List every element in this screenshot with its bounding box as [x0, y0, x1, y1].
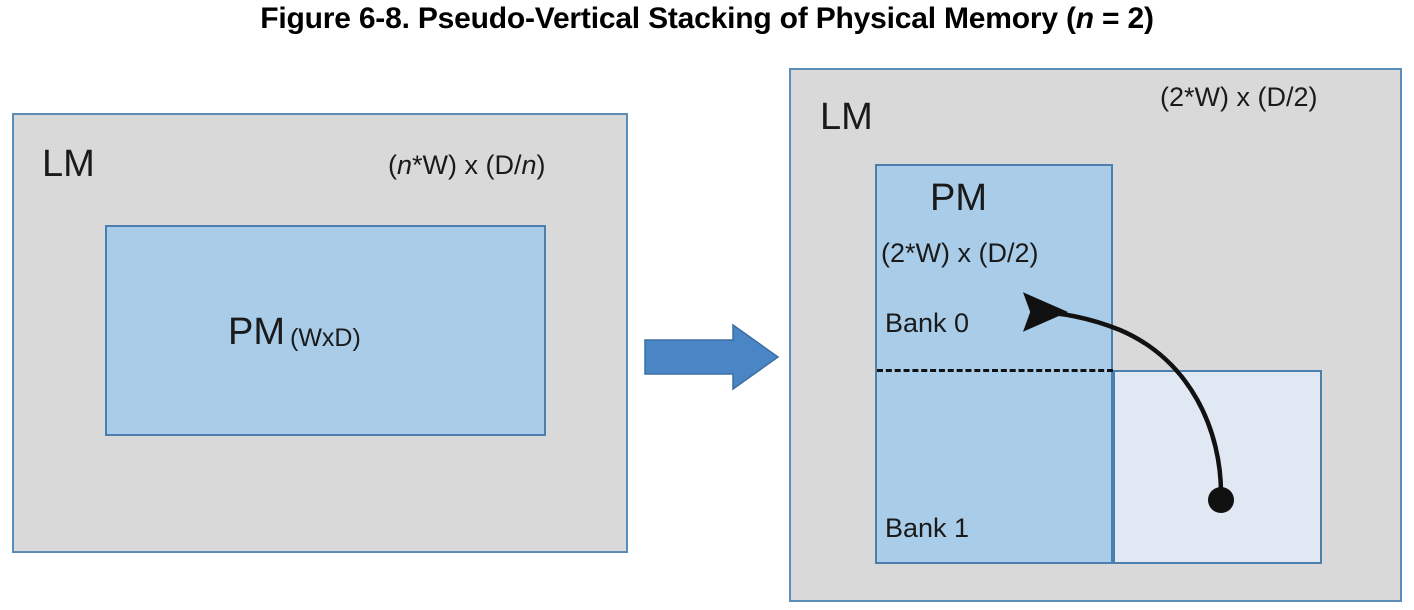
left-pm-box [105, 225, 546, 436]
left-dim-mid: *W) x (D/ [412, 150, 522, 180]
left-dim-var-n1: n [397, 150, 413, 180]
block-arrow-right-icon [644, 323, 780, 391]
right-ghost-bank-box [1113, 370, 1322, 564]
right-pm-label: PM [930, 177, 987, 219]
bank-1-label: Bank 1 [885, 513, 970, 543]
left-lm-label: LM [42, 143, 95, 185]
left-pm-dimension-label: (WxD) [290, 324, 361, 352]
left-pm-label: PM [228, 311, 285, 353]
right-lm-dimension-label: (2*W) x (D/2) [1160, 82, 1318, 112]
right-pm-dimension-label: (2*W) x (D/2) [881, 238, 1039, 268]
left-dim-prefix: ( [388, 150, 397, 180]
left-dim-suffix: ) [536, 150, 546, 180]
right-lm-label: LM [820, 96, 873, 138]
page-title: Figure 6-8. Pseudo-Vertical Stacking of … [0, 2, 1414, 36]
bank-divider-dashed-line [877, 369, 1113, 372]
bank-0-label: Bank 0 [885, 308, 970, 338]
title-variable-n: n [1075, 2, 1094, 35]
title-suffix: = 2) [1093, 2, 1154, 35]
left-dim-var-n2: n [521, 150, 537, 180]
left-lm-dimension-label: (n*W) x (D/n) [388, 152, 546, 179]
right-pm-box [875, 164, 1113, 564]
title-prefix: Figure 6-8. Pseudo-Vertical Stacking of … [260, 2, 1076, 35]
